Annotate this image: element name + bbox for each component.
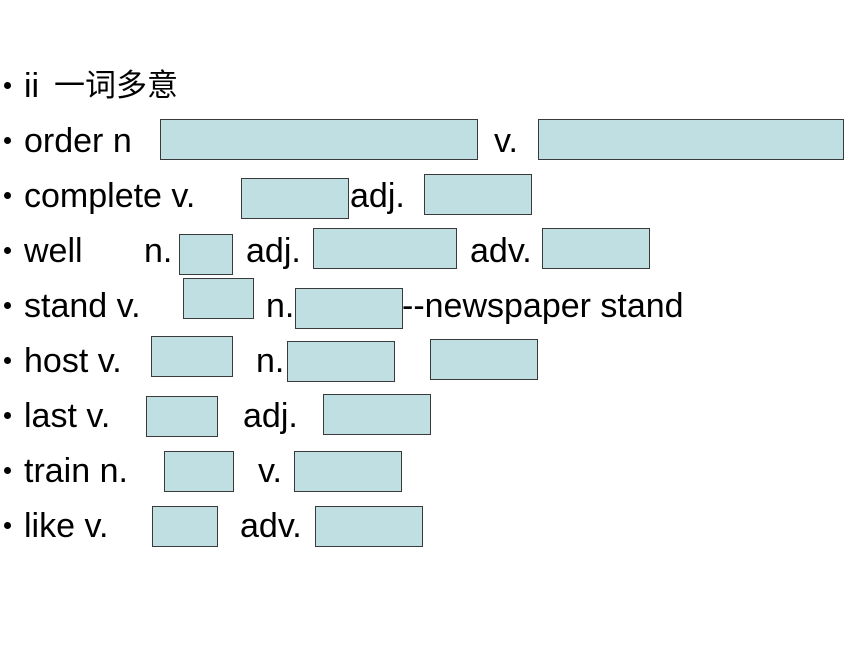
answer-blank[interactable]	[538, 119, 844, 160]
word-label: well	[24, 232, 83, 270]
row-host: host v. n.	[0, 336, 860, 382]
pos-label: v.	[494, 122, 518, 160]
pos-label: adv.	[240, 507, 302, 545]
bullet	[4, 137, 11, 144]
answer-blank[interactable]	[287, 341, 395, 382]
answer-blank[interactable]	[179, 234, 233, 275]
answer-blank[interactable]	[542, 228, 650, 269]
answer-blank[interactable]	[146, 396, 218, 437]
pos-label: n.	[266, 287, 295, 325]
word-label: last v.	[24, 397, 111, 435]
word-label: like v.	[24, 507, 109, 545]
answer-blank[interactable]	[430, 339, 538, 380]
word-label: stand v.	[24, 287, 141, 325]
word-label: host v.	[24, 342, 122, 380]
answer-blank[interactable]	[315, 506, 423, 547]
row-stand: stand v. n. --newspaper stand	[0, 278, 860, 329]
pos-label: n.	[256, 342, 285, 380]
row-well: well n. adj. adv.	[0, 228, 860, 275]
pos-label: adj.	[350, 177, 405, 215]
answer-blank[interactable]	[183, 278, 254, 319]
pos-label: adj.	[246, 232, 301, 270]
title-text: 一词多意	[54, 68, 178, 104]
row-order: order n v.	[0, 119, 860, 161]
pos-label: v.	[258, 452, 282, 490]
row-title: ii 一词多意	[0, 66, 260, 106]
pos-label: adj.	[243, 397, 298, 435]
word-label: complete v.	[24, 177, 196, 215]
answer-blank[interactable]	[164, 451, 234, 492]
bullet	[4, 412, 11, 419]
row-train: train n. v.	[0, 451, 860, 492]
bullet	[4, 192, 11, 199]
row-last: last v. adj.	[0, 394, 860, 437]
answer-blank[interactable]	[151, 336, 233, 377]
word-label: order n	[24, 122, 132, 160]
word-label: train n.	[24, 452, 128, 490]
answer-blank[interactable]	[152, 506, 218, 547]
pos-label: n.	[144, 232, 173, 270]
bullet	[4, 522, 11, 529]
answer-blank[interactable]	[424, 174, 532, 215]
answer-blank[interactable]	[323, 394, 431, 435]
bullet	[4, 302, 11, 309]
bullet	[4, 82, 11, 89]
answer-blank[interactable]	[241, 178, 349, 219]
row-complete: complete v. adj.	[0, 174, 860, 219]
bullet	[4, 357, 11, 364]
bullet	[4, 467, 11, 474]
answer-blank[interactable]	[160, 119, 478, 160]
bullet	[4, 247, 11, 254]
answer-blank[interactable]	[313, 228, 457, 269]
answer-blank[interactable]	[295, 288, 403, 329]
example-text: --newspaper stand	[402, 287, 684, 325]
word-label: ii	[24, 67, 40, 105]
pos-label: adv.	[470, 232, 532, 270]
row-like: like v. adv.	[0, 506, 860, 547]
answer-blank[interactable]	[294, 451, 402, 492]
